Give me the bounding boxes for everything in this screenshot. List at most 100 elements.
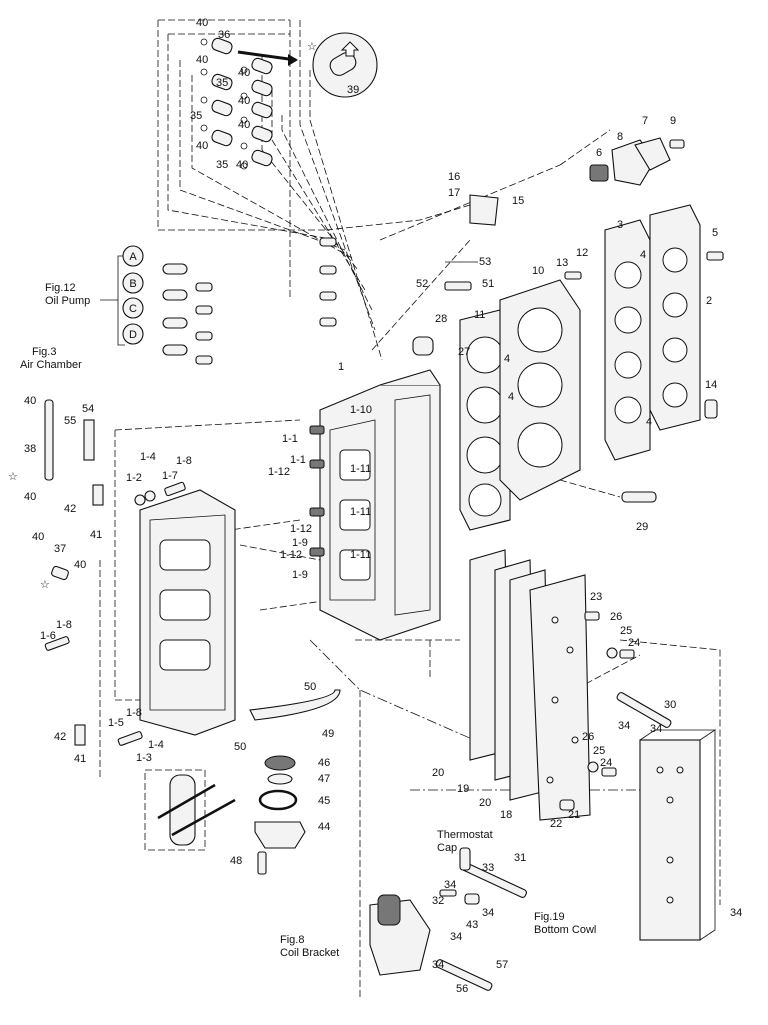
- callout: 1-8: [176, 455, 192, 467]
- callout: 1-11: [350, 549, 371, 561]
- callout: 4: [504, 353, 510, 365]
- callout: 16: [448, 171, 460, 183]
- fitting-set: [200, 32, 378, 170]
- callout: 42: [64, 503, 76, 515]
- callout: 34: [482, 907, 494, 919]
- callout: 34: [618, 720, 630, 732]
- callout: 34: [444, 879, 456, 891]
- callout: 1-9: [292, 537, 308, 549]
- callout: 40: [196, 17, 208, 29]
- callout: 49: [322, 728, 334, 740]
- callout: 25: [593, 745, 605, 757]
- callout: 4: [640, 249, 646, 261]
- fig8-ref-line1: Fig.8: [280, 934, 304, 946]
- callout: 41: [90, 529, 102, 541]
- callout: 18: [500, 809, 512, 821]
- callouts: 40 36 40 40 35 40 35 40 40 35 40 39 16 1…: [24, 17, 742, 995]
- callout: 34: [450, 931, 462, 943]
- callout: 5: [712, 227, 718, 239]
- callout: 40: [74, 559, 86, 571]
- callout: 39: [347, 84, 359, 96]
- fig19-ref-line1: Fig.19: [534, 911, 565, 923]
- callout: 1-1: [282, 433, 298, 445]
- thermostat-ref-line1: Thermostat: [437, 829, 493, 841]
- callout: 25: [620, 625, 632, 637]
- callout: 1-2: [126, 472, 142, 484]
- callout: 35: [190, 110, 202, 122]
- callout: 40: [196, 140, 208, 152]
- marker-b: [122, 272, 144, 294]
- callout: 24: [628, 637, 640, 649]
- callout: 1-4: [140, 451, 156, 463]
- callout: 29: [636, 521, 648, 533]
- callout: 26: [582, 731, 594, 743]
- fig8-ref-line2: Coil Bracket: [280, 947, 339, 959]
- callout: 19: [457, 783, 469, 795]
- callout: 50: [234, 741, 246, 753]
- star-symbols: ☆ ☆ ☆: [8, 41, 317, 591]
- callout: 1-1: [290, 454, 306, 466]
- callout: 21: [568, 809, 580, 821]
- callout: 14: [705, 379, 717, 391]
- callout: 34: [650, 723, 662, 735]
- callout: 1-10: [350, 404, 372, 416]
- callout: 12: [576, 247, 588, 259]
- callout: 40: [24, 491, 36, 503]
- callout: 1-9: [292, 569, 308, 581]
- callout: 38: [24, 443, 36, 455]
- water-tubes: [369, 692, 717, 991]
- callout: 1-8: [126, 707, 142, 719]
- marker-d: [122, 323, 144, 345]
- callout: 41: [74, 753, 86, 765]
- callout: 17: [448, 187, 460, 199]
- callout: 47: [318, 773, 330, 785]
- callout: 45: [318, 795, 330, 807]
- callout: 15: [512, 195, 524, 207]
- marker-a-label: A: [129, 251, 137, 263]
- callout: 1-4: [148, 739, 164, 751]
- callout: 4: [508, 391, 514, 403]
- callout: 1-8: [56, 619, 72, 631]
- callout: 2: [706, 295, 712, 307]
- callout: 40: [238, 67, 250, 79]
- callout: 1-5: [108, 717, 124, 729]
- callout: 40: [32, 531, 44, 543]
- callout: 57: [496, 959, 508, 971]
- callout: 1-12: [280, 549, 302, 561]
- oil-pump-fittings: [100, 237, 337, 365]
- callout: 50: [304, 681, 316, 693]
- callout: 1-12: [268, 466, 290, 478]
- callout: 31: [514, 852, 526, 864]
- callout: 32: [432, 895, 444, 907]
- callout: 46: [318, 757, 330, 769]
- callout: 35: [216, 77, 228, 89]
- callout: 1-6: [40, 630, 56, 642]
- callout: 36: [218, 29, 230, 41]
- callout: 53: [479, 256, 491, 268]
- fig12-ref-line1: Fig.12: [45, 282, 76, 294]
- fig3-ref-line1: Fig.3: [32, 346, 56, 358]
- marker-c-label: C: [129, 303, 137, 315]
- thermostat-ref-line2: Cap: [437, 842, 457, 854]
- callout: 10: [532, 265, 544, 277]
- star-icon: ☆: [8, 471, 18, 483]
- callout: 1-3: [136, 752, 152, 764]
- callout: 7: [642, 115, 648, 127]
- callout: 56: [456, 983, 468, 995]
- callout: 6: [596, 147, 602, 159]
- callout: 35: [216, 159, 228, 171]
- fig3-ref-line2: Air Chamber: [20, 359, 82, 371]
- callout: 20: [432, 767, 444, 779]
- marker-d-label: D: [129, 329, 137, 341]
- callout: 28: [435, 313, 447, 325]
- cylinder-block: [309, 369, 441, 641]
- callout: 34: [730, 907, 742, 919]
- callout: 40: [238, 95, 250, 107]
- callout: 33: [482, 862, 494, 874]
- callout: 40: [24, 395, 36, 407]
- callout: 55: [64, 415, 76, 427]
- callout: 8: [617, 131, 623, 143]
- callout: 9: [670, 115, 676, 127]
- letter-markers: A B C D: [122, 245, 144, 345]
